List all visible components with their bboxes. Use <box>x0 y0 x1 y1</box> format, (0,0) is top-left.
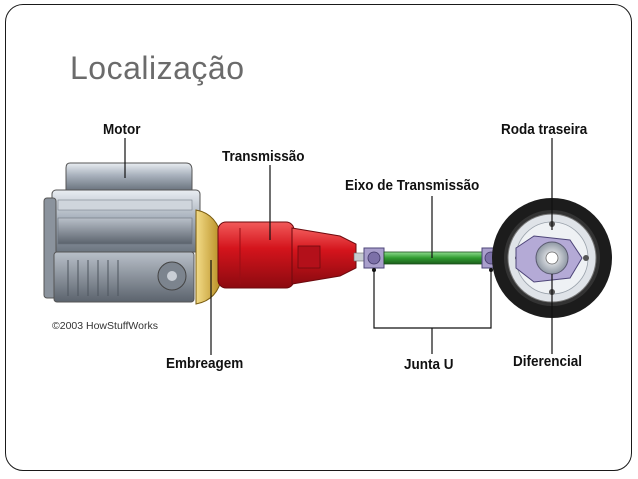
leader-lines <box>124 138 553 355</box>
label-roda-traseira: Roda traseira <box>501 121 588 138</box>
label-embreagem: Embreagem <box>166 355 244 372</box>
differential <box>515 235 583 283</box>
label-junta-u: Junta U <box>404 356 454 373</box>
label-diferencial: Diferencial <box>513 353 583 370</box>
label-transmissao: Transmissão <box>222 148 305 165</box>
label-motor: Motor <box>103 121 141 138</box>
slide-title: Localização <box>70 50 245 86</box>
copyright-credit: ©2003 HowStuffWorks <box>52 320 158 332</box>
transmission <box>217 221 367 289</box>
engine <box>43 162 223 305</box>
label-eixo-transmissao: Eixo de Transmissão <box>345 177 480 194</box>
u-joint-front <box>363 247 385 269</box>
drive-shaft <box>383 251 485 265</box>
